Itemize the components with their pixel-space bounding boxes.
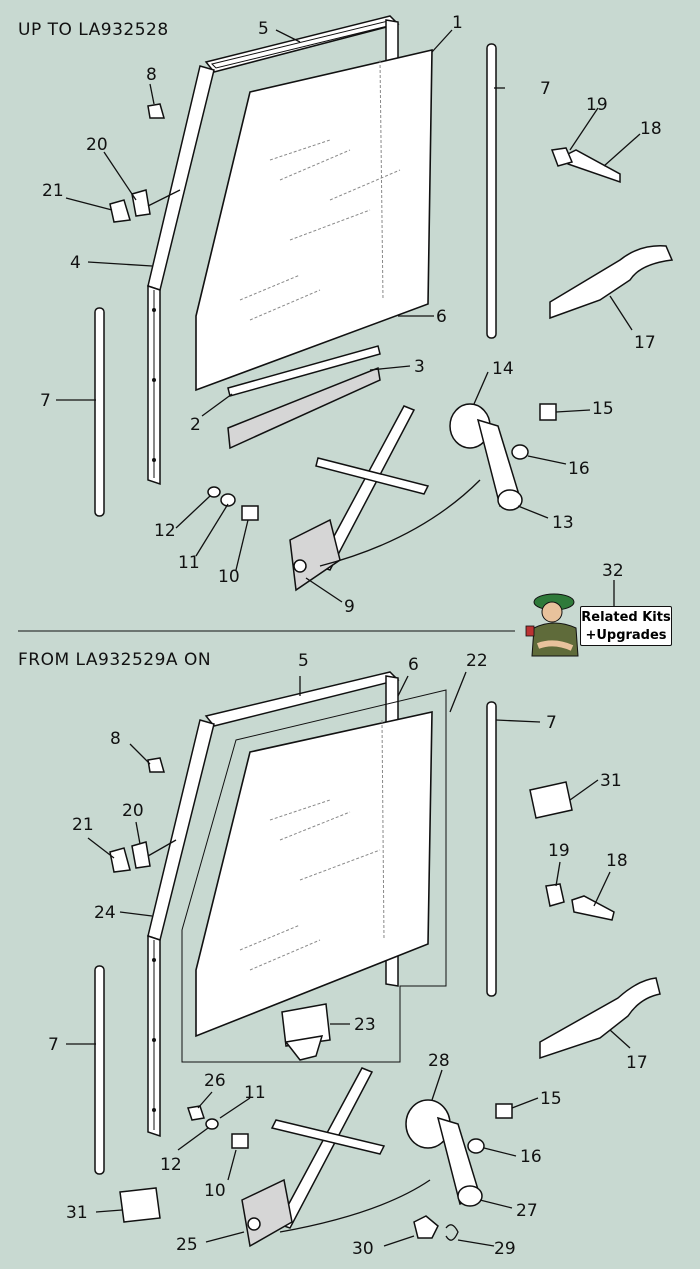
callout-27: 27 [516, 1201, 538, 1221]
top-pull [549, 245, 674, 320]
related-kits-line2: +Upgrades [585, 628, 667, 643]
callout-21: 21 [72, 815, 94, 835]
callout-9: 9 [344, 597, 355, 617]
callout-20: 20 [86, 135, 108, 155]
callout-25: 25 [176, 1235, 198, 1255]
callout-16: 16 [520, 1147, 542, 1167]
callout-31: 31 [600, 771, 622, 791]
callout-28: 28 [428, 1051, 450, 1071]
callout-6: 6 [408, 655, 419, 675]
mechanic-mascot-icon [525, 593, 579, 657]
top-glass [195, 48, 433, 392]
callout-16: 16 [568, 459, 590, 479]
callout-11: 11 [244, 1083, 266, 1103]
callout-7: 7 [40, 391, 51, 411]
callout-3: 3 [414, 357, 425, 377]
callout-2: 2 [190, 415, 201, 435]
callout-6: 6 [436, 307, 447, 327]
section-heading-bottom: FROM LA932529A ON [18, 650, 212, 670]
top-channels [94, 43, 497, 517]
top-door-frame [147, 15, 400, 486]
callout-10: 10 [218, 567, 240, 587]
related-kits-line1: Related Kits [581, 610, 671, 625]
callout-26: 26 [204, 1071, 226, 1091]
callout-18: 18 [640, 119, 662, 139]
callout-10: 10 [204, 1181, 226, 1201]
callout-12: 12 [160, 1155, 182, 1175]
callout-32: 32 [602, 561, 624, 581]
top-callouts: 1 2 3 4 5 6 7 7 8 9 10 11 12 13 14 15 16… [40, 13, 662, 617]
section-heading-top: UP TO LA932528 [18, 20, 169, 40]
callout-31: 31 [66, 1203, 88, 1223]
bottom-regulator [241, 1067, 431, 1248]
bottom-small-parts [109, 757, 249, 1149]
callout-7: 7 [540, 79, 551, 99]
callout-14: 14 [492, 359, 514, 379]
callout-11: 11 [178, 553, 200, 573]
callout-7: 7 [546, 713, 557, 733]
bottom-pull [119, 781, 661, 1223]
callout-5: 5 [298, 651, 309, 671]
callout-17: 17 [634, 333, 656, 353]
callout-15: 15 [540, 1089, 562, 1109]
callout-4: 4 [70, 253, 81, 273]
callout-29: 29 [494, 1239, 516, 1259]
bottom-handle [405, 1099, 513, 1241]
bottom-channels [94, 701, 497, 1175]
callout-23: 23 [354, 1015, 376, 1035]
callout-8: 8 [110, 729, 121, 749]
callout-1: 1 [452, 13, 463, 33]
callout-18: 18 [606, 851, 628, 871]
callout-20: 20 [122, 801, 144, 821]
callout-13: 13 [552, 513, 574, 533]
bottom-callouts: 5 6 7 7 8 10 11 12 15 16 17 18 19 20 21 … [48, 651, 648, 1259]
callout-5: 5 [258, 19, 269, 39]
callout-24: 24 [94, 903, 116, 923]
top-leader-lines [56, 29, 641, 603]
bottom-leader-lines [66, 671, 631, 1247]
callout-30: 30 [352, 1239, 374, 1259]
callout-17: 17 [626, 1053, 648, 1073]
callout-7: 7 [48, 1035, 59, 1055]
related-kits-label[interactable]: Related Kits +Upgrades [580, 606, 672, 646]
callout-15: 15 [592, 399, 614, 419]
callout-22: 22 [466, 651, 488, 671]
callout-8: 8 [146, 65, 157, 85]
top-handle [449, 147, 621, 511]
callout-12: 12 [154, 521, 176, 541]
bottom-glass [181, 689, 447, 1063]
related-kits-upgrades-link[interactable]: Related Kits +Upgrades [524, 588, 676, 658]
callout-19: 19 [548, 841, 570, 861]
callout-21: 21 [42, 181, 64, 201]
top-small-parts [109, 103, 259, 521]
callout-19: 19 [586, 95, 608, 115]
top-regulator [289, 405, 481, 592]
